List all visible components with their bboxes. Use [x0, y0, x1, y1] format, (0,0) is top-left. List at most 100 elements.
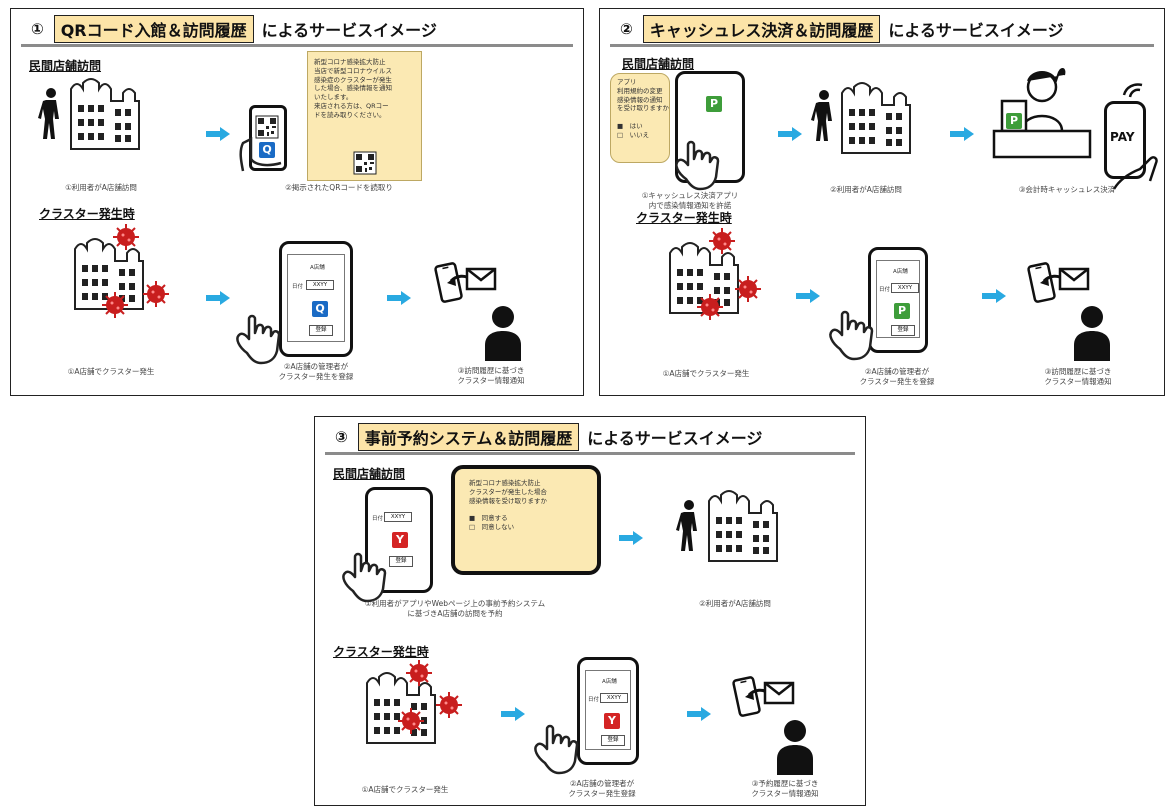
- consent-popup: 新型コロナ感染拡大防止 クラスターが発生した場合 感染情報を受け取りますか ■ …: [451, 465, 601, 575]
- phone-store-label: A店舗: [310, 265, 325, 271]
- virus-icon: [397, 707, 425, 735]
- section-cluster: クラスター発生時: [333, 645, 429, 659]
- arrow-icon: [387, 291, 411, 305]
- virus-icon: [734, 275, 762, 303]
- caption-cluster-1: ①A店舗でクラスター発生: [361, 785, 449, 794]
- panel-title-tail: によるサービスイメージ: [888, 21, 1064, 40]
- caption-cluster-3: ③訪問履歴に基づき クラスター情報通知: [457, 366, 525, 385]
- notice-poster: 新型コロナ感染拡大防止 当店で新型コロナウイルス 感染症のクラスターが発生 した…: [307, 51, 422, 181]
- hand-tapping-icon: [342, 552, 387, 603]
- badge-q: Q: [259, 142, 275, 158]
- caption-cluster-2: ②A店舗の管理者が クラスター発生を登録: [859, 367, 935, 386]
- cashier-counter-icon: [992, 68, 1092, 159]
- phone-screen: A店舗 日付 XXYY P 登録: [876, 260, 920, 338]
- phone-screen: A店舗 日付 XXYY Q 登録: [287, 254, 345, 342]
- badge-y: Y: [392, 532, 408, 548]
- phone-store-label: A店舗: [602, 679, 617, 685]
- phone-admin-icon: A店舗 日付 XXYY P 登録: [868, 247, 928, 353]
- arrow-icon: [687, 707, 711, 721]
- caption-visit-2: ②利用者がA店舗訪問: [830, 185, 902, 194]
- arrow-icon: [206, 291, 230, 305]
- phone-date-field: XXYY: [384, 512, 412, 522]
- caption-cluster-3: ③予約履歴に基づき クラスター情報通知: [751, 779, 819, 798]
- store-building-icon: [70, 78, 140, 150]
- badge-q: Q: [312, 301, 328, 317]
- caption-visit-2: ②利用者がA店舗訪問: [699, 599, 771, 608]
- hand-holding-icon: [239, 136, 282, 172]
- panel-header: ① QRコード入館＆訪問履歴 によるサービスイメージ: [21, 14, 573, 47]
- pay-label: PAY: [1110, 130, 1135, 144]
- caption-visit-2: ②掲示されたQRコードを読取り: [285, 183, 393, 192]
- caption-cluster-2: ②A店舗の管理者が クラスター発生登録: [568, 779, 636, 798]
- hand-tapping-icon: [236, 314, 281, 365]
- consent-text: 新型コロナ感染拡大防止 クラスターが発生した場合 感染情報を受け取りますか ■ …: [469, 479, 547, 531]
- caption-cluster-1: ①A店舗でクラスター発生: [67, 367, 155, 376]
- virus-icon: [112, 223, 140, 251]
- phone-date-label: 日付: [292, 284, 304, 290]
- consent-bubble: アプリ 利用規約の変更 感染情報の通知 を受け取りますか ■ はい □ いいえ: [610, 73, 670, 163]
- store-building-icon: [366, 672, 436, 744]
- section-store-visit: 民間店舗訪問: [29, 59, 102, 73]
- virus-icon: [435, 691, 463, 719]
- phone-date-label: 日付: [879, 287, 891, 293]
- panel-reservation: ③ 事前予約システム＆訪問履歴 によるサービスイメージ 民間店舗訪問 日付 XX…: [314, 416, 866, 806]
- caption-visit-3: ③会計時キャッシュレス決済: [1018, 185, 1116, 194]
- hand-tapping-icon: [675, 140, 720, 191]
- walker-icon: [811, 90, 832, 141]
- panel-number: ①: [31, 20, 44, 38]
- badge-p: P: [1006, 113, 1022, 129]
- arrow-icon: [982, 289, 1006, 303]
- notification-icon: [731, 675, 795, 718]
- notification-icon: [1026, 261, 1090, 304]
- phone-date-field: XXYY: [306, 280, 334, 290]
- qr-code-icon: [353, 151, 377, 175]
- panel-title-highlight: キャッシュレス決済＆訪問履歴: [642, 15, 881, 43]
- arrow-icon: [950, 127, 974, 141]
- caption-visit-1: ①キャッシュレス決済アプリ 内で感染情報通知を許諾: [641, 191, 739, 210]
- person-icon: [485, 306, 521, 361]
- walker-icon: [676, 500, 697, 551]
- caption-visit-1: ①利用者がA店舗訪問: [65, 183, 137, 192]
- virus-icon: [405, 659, 433, 687]
- caption-cluster-1: ①A店舗でクラスター発生: [662, 369, 750, 378]
- panel-header: ③ 事前予約システム＆訪問履歴 によるサービスイメージ: [325, 422, 855, 455]
- phone-reserve-button: 登録: [389, 556, 413, 567]
- phone-date-field: XXYY: [891, 283, 919, 293]
- phone-pay-icon: PAY: [1104, 101, 1146, 179]
- virus-icon: [708, 227, 736, 255]
- virus-icon: [696, 293, 724, 321]
- panel-number: ②: [620, 20, 633, 38]
- phone-register-button: 登録: [309, 325, 333, 336]
- panel-title-highlight: QRコード入館＆訪問履歴: [53, 15, 254, 43]
- person-icon: [1074, 306, 1110, 361]
- caption-cluster-3: ③訪問履歴に基づき クラスター情報通知: [1044, 367, 1112, 386]
- phone-date-field: XXYY: [600, 693, 628, 703]
- wireless-signal-icon: [1122, 83, 1143, 98]
- panel-header: ② キャッシュレス決済＆訪問履歴 によるサービスイメージ: [610, 14, 1154, 47]
- phone-register-button: 登録: [891, 325, 915, 336]
- hand-holding-icon: [1112, 156, 1158, 190]
- panel-title-tail: によるサービスイメージ: [587, 429, 763, 448]
- panel-number: ③: [335, 428, 348, 446]
- badge-p: P: [706, 96, 722, 112]
- arrow-icon: [206, 127, 230, 141]
- store-building-icon: [841, 82, 911, 154]
- hand-tapping-icon: [534, 724, 579, 775]
- badge-p: P: [894, 303, 910, 319]
- section-store-visit: 民間店舗訪問: [622, 57, 695, 71]
- section-cluster: クラスター発生時: [39, 207, 135, 221]
- hand-tapping-icon: [829, 310, 874, 361]
- arrow-icon: [501, 707, 525, 721]
- phone-screen: A店舗 日付 XXYY Y 登録: [585, 670, 631, 750]
- caption-cluster-2: ②A店舗の管理者が クラスター発生を登録: [278, 362, 354, 381]
- arrow-icon: [619, 531, 643, 545]
- section-store-visit: 民間店舗訪問: [333, 467, 406, 481]
- person-icon: [777, 720, 813, 775]
- consent-text: アプリ 利用規約の変更 感染情報の通知 を受け取りますか ■ はい □ いいえ: [617, 78, 669, 139]
- section-cluster: クラスター発生時: [636, 211, 732, 225]
- badge-y: Y: [604, 713, 620, 729]
- phone-store-label: A店舗: [893, 269, 908, 275]
- virus-icon: [142, 280, 170, 308]
- walker-icon: [38, 88, 59, 139]
- panel-cashless: ② キャッシュレス決済＆訪問履歴 によるサービスイメージ 民間店舗訪問 P アプ…: [599, 8, 1165, 396]
